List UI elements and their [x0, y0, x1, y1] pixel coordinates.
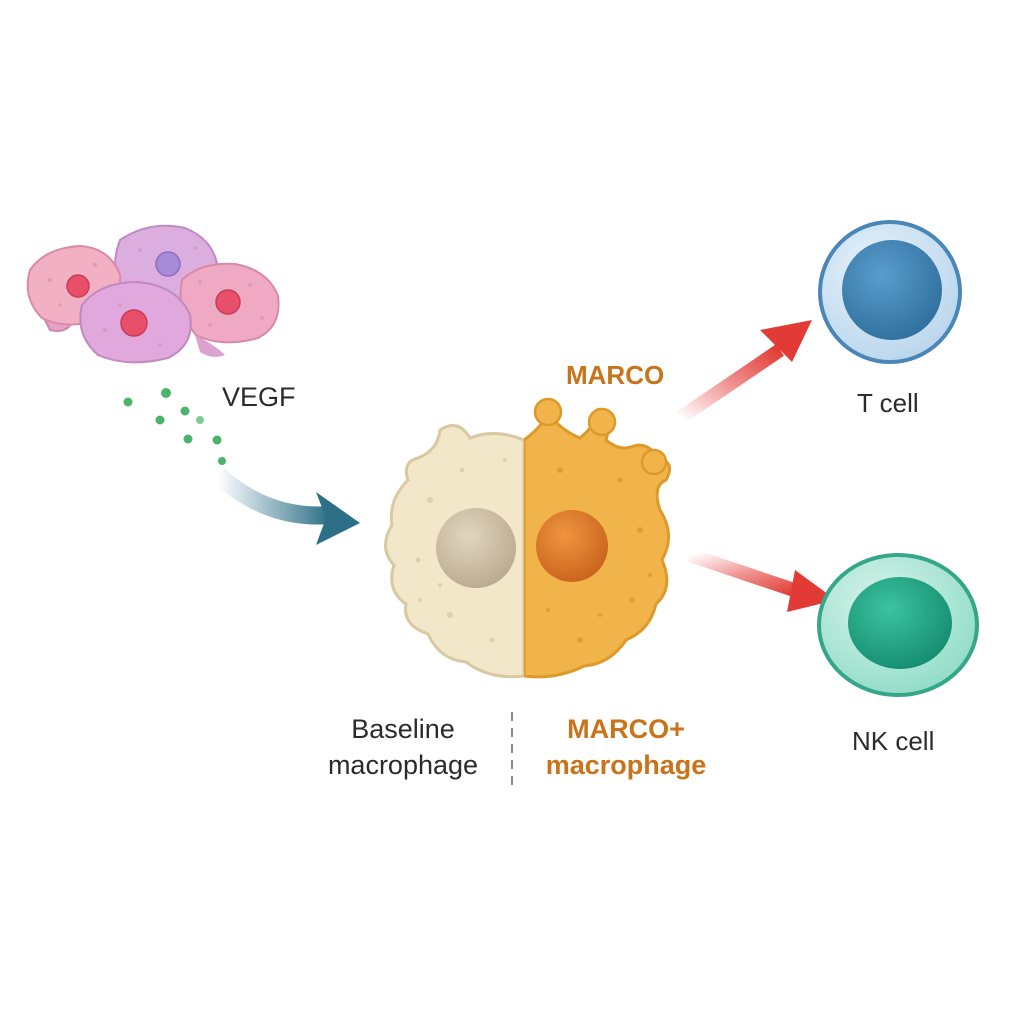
marco-label: MARCO: [566, 360, 665, 390]
t-cell-icon: [818, 220, 962, 364]
vegf-signal-arrow: [211, 468, 360, 545]
vegf-particles: [123, 388, 226, 465]
marco-plus-label-line1: MARCO+: [567, 714, 685, 744]
nk-cell-icon: [817, 553, 979, 697]
arrow-to-t-cell: [676, 320, 812, 424]
tumor-cell-cluster-icon: [26, 224, 280, 364]
marco-plus-macrophage-label: MARCO+ macrophage: [528, 712, 724, 783]
vegf-label: VEGF: [222, 382, 296, 412]
baseline-macrophage-half: [384, 424, 524, 679]
t-cell-label: T cell: [857, 388, 919, 418]
arrow-to-nk-cell: [687, 548, 836, 612]
baseline-macrophage-label: Baseline macrophage: [308, 712, 498, 783]
marco-macrophage-half: [524, 397, 672, 679]
baseline-label-line2: macrophage: [327, 749, 479, 780]
macrophage-cell-icon: [384, 397, 672, 679]
nk-cell-label: NK cell: [852, 726, 935, 756]
marco-plus-label-line2: macrophage: [545, 749, 707, 780]
baseline-label-line1: Baseline: [351, 714, 455, 744]
